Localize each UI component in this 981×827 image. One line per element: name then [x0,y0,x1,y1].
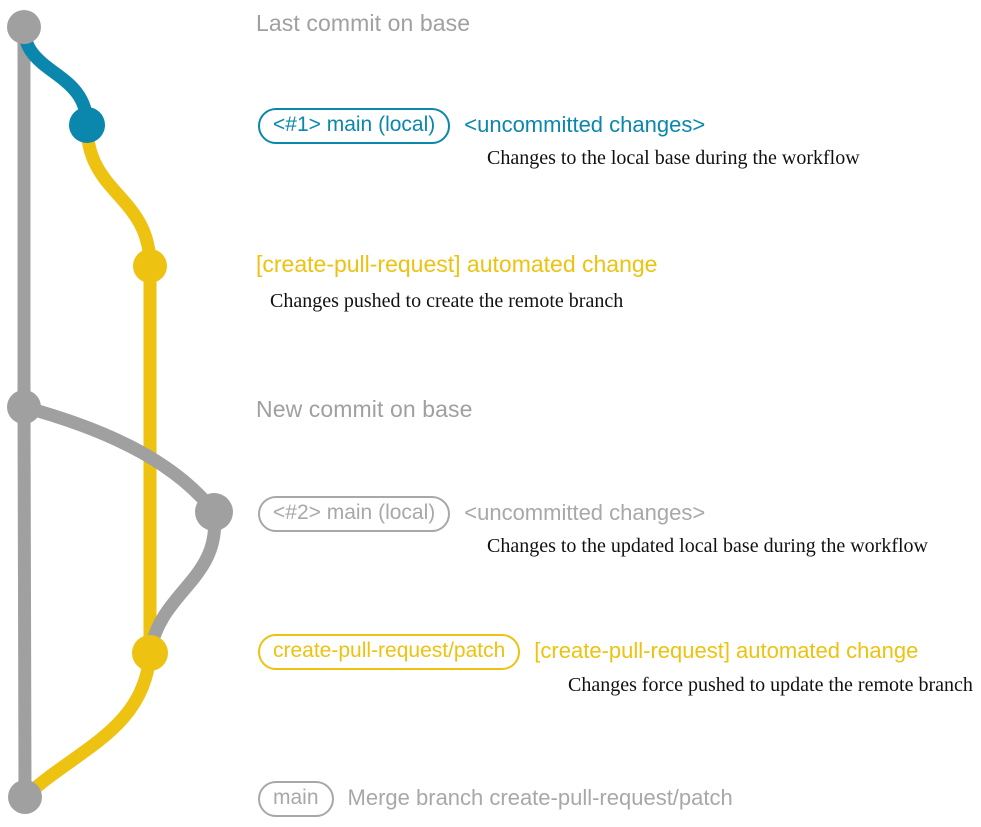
subject-automated-change-1: [create-pull-request] automated change [256,251,658,277]
description-local-commit-1: Changes to the local base during the wor… [487,147,860,169]
badge-main-local-2[interactable]: <#2> main (local) [258,496,451,533]
row-remote-commit-2: create-pull-request/patch [create-pull-r… [258,634,919,671]
node-last-commit-on-base[interactable] [7,10,41,44]
node-local-commit-1[interactable] [69,107,105,143]
subject-automated-change-2: [create-pull-request] automated change [534,638,919,664]
badge-main-local-1[interactable]: <#1> main (local) [258,108,451,145]
edge-local-1-to-remote-1 [80,118,157,273]
node-local-commit-2[interactable] [195,493,233,531]
row-local-commit-1: <#1> main (local) <uncommitted changes> [258,108,706,145]
badge-create-pull-request-patch[interactable]: create-pull-request/patch [258,634,521,671]
node-remote-commit-2[interactable] [132,635,168,671]
subject-uncommitted-changes-2: <uncommitted changes> [464,500,706,526]
description-remote-commit-1: Changes pushed to create the remote bran… [270,290,624,312]
subject-merge-branch: Merge branch create-pull-request/patch [347,785,733,811]
edge-remote-2-to-merge [18,646,157,804]
node-merge-commit[interactable] [8,780,42,814]
subject-uncommitted-changes-1: <uncommitted changes> [464,112,706,138]
heading-last-commit-on-base: Last commit on base [256,10,471,36]
heading-new-commit-on-base: New commit on base [256,396,473,422]
row-last-commit-on-base: Last commit on base [256,12,470,35]
node-new-commit-on-base[interactable] [7,390,41,424]
edge-local-2-to-remote-2 [143,505,222,660]
description-remote-commit-2: Changes force pushed to update the remot… [568,674,973,696]
description-local-commit-2: Changes to the updated local base during… [487,535,928,557]
git-graph [7,10,233,814]
node-remote-commit-1[interactable] [133,249,167,283]
row-local-commit-2: <#2> main (local) <uncommitted changes> [258,496,706,533]
row-new-commit-on-base: New commit on base [256,398,473,421]
edge-base-to-local-2 [17,400,221,519]
row-remote-commit-1: [create-pull-request] automated change [256,253,657,276]
badge-main[interactable]: main [258,781,334,818]
row-merge-commit: main Merge branch create-pull-request/pa… [258,781,733,818]
